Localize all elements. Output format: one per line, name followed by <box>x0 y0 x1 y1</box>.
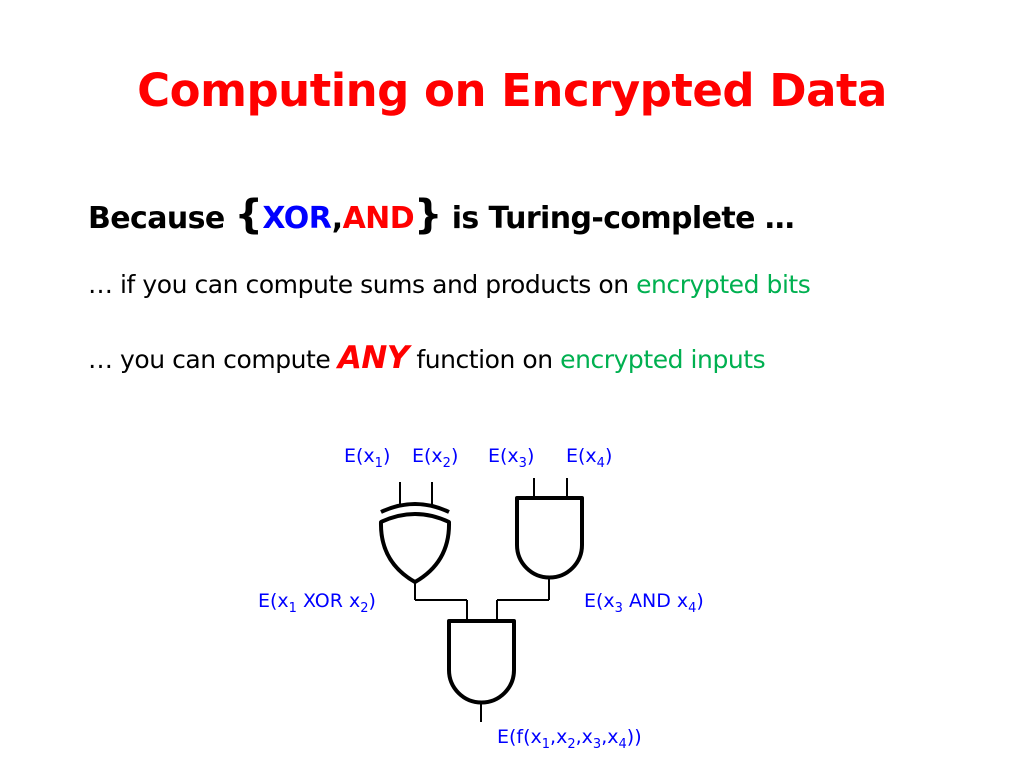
slide-title: Computing on Encrypted Data <box>137 64 887 117</box>
xor-keyword: XOR <box>262 201 332 236</box>
brace-open: { <box>234 192 263 238</box>
compute-text: … you can compute <box>88 345 338 374</box>
input-label-x4: E(x4) <box>566 445 612 471</box>
encrypted-bits-text: encrypted bits <box>636 270 811 299</box>
and-gate-final <box>447 619 516 705</box>
any-function-line: … you can compute ANY function on encryp… <box>88 340 766 376</box>
final-output-label: E(f(x1,x2,x3,x4)) <box>497 726 642 752</box>
turing-complete-line: Because {XOR,AND} is Turing-complete … <box>88 192 795 238</box>
and-gate-top <box>515 496 584 580</box>
function-text: function on <box>408 345 561 374</box>
xor-gate-back-arc <box>380 502 450 514</box>
input-label-x2: E(x2) <box>412 445 458 471</box>
any-keyword: ANY <box>337 340 409 376</box>
and-keyword: AND <box>342 201 415 236</box>
brace-close: } <box>414 192 442 238</box>
and-output-label: E(x3 AND x4) <box>584 590 704 616</box>
because-text: Because <box>88 201 235 236</box>
input-label-x1: E(x1) <box>344 445 390 471</box>
xor-gate <box>378 512 452 584</box>
input-label-x3: E(x3) <box>488 445 534 471</box>
sums-products-text: … if you can compute sums and products o… <box>88 270 637 299</box>
xor-output-label: E(x1 XOR x2) <box>258 590 376 616</box>
encrypted-inputs-text: encrypted inputs <box>560 345 766 374</box>
comma: , <box>331 201 343 236</box>
sums-products-line: … if you can compute sums and products o… <box>88 270 811 299</box>
turing-complete-text: is Turing-complete … <box>441 201 795 236</box>
